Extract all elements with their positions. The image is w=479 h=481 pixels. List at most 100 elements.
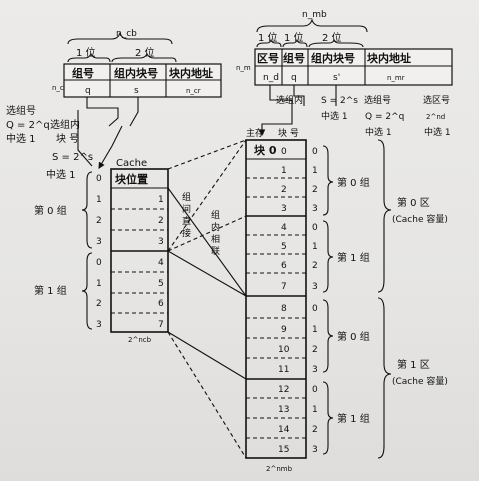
main-mem-title: 主存 [246, 127, 264, 139]
zone1-label: 第 1 区 [397, 358, 430, 371]
cache-left-num: 2 [96, 216, 102, 226]
mem-group-label: 第 0 组 [337, 330, 370, 343]
one-bit-label: 1 位 [76, 46, 96, 59]
mem-in-group-num: 1 [312, 242, 318, 252]
cache-block-num: 4 [158, 258, 164, 268]
cache-left-num: 2 [96, 299, 102, 309]
in-block-addr-symbol: n_cr [186, 87, 201, 95]
mem-select-zone: 选区号 [423, 94, 450, 106]
cache-block-num: 5 [158, 279, 164, 289]
group-select-spine [77, 110, 93, 167]
brace-1bit [67, 52, 111, 63]
cache-group0-label: 第 0 组 [34, 204, 67, 217]
select-arrow [98, 125, 123, 169]
cache-size-label: 2^ncb [128, 336, 152, 344]
mem-group-label: 第 1 组 [337, 251, 370, 264]
two-bit-label: 2 位 [135, 46, 155, 59]
block-slot-header: 块位置 [115, 172, 148, 186]
assoc-within-4: 联 [211, 246, 220, 257]
mem-block-in-group-field: 组内块号 [311, 51, 355, 65]
cache-left-num: 0 [96, 258, 102, 268]
nc-side-label: n_c [52, 84, 64, 92]
mem-block-num: 4 [281, 223, 287, 233]
mem-in-group-num: 1 [312, 325, 318, 335]
m-one-bit-1: 1 位 [258, 31, 278, 44]
nmb-label: n_mb [302, 10, 327, 20]
cache-left-num: 3 [96, 320, 102, 330]
cache-left-num: 1 [96, 279, 102, 289]
assoc-within-1: 组 [211, 209, 220, 221]
block-number-title: 块 号 [278, 127, 299, 139]
mem-in-group-num: 0 [312, 223, 318, 233]
mem-block-num: 6 [281, 261, 287, 271]
block-in-group-field: 组内块号 [114, 66, 158, 80]
memory-address-box [254, 48, 453, 86]
mem-in-group-num: 3 [312, 365, 318, 375]
mem-block-num: 15 [278, 445, 289, 455]
mem-group-label: 第 1 组 [337, 412, 370, 425]
nm-side-label: n_m [236, 64, 251, 72]
zone0-brace [377, 139, 392, 293]
mem-choose-one-b: 中选 1 [365, 126, 392, 138]
mem-block-num: 2 [281, 185, 287, 195]
mem-in-group-num: 2 [312, 345, 318, 355]
brace-2bit [111, 52, 177, 63]
mem-in-group-num: 2 [312, 261, 318, 271]
block-leader [129, 97, 139, 127]
cache-block-num: 1 [158, 195, 164, 205]
memory-outline [245, 139, 307, 459]
group-number-symbol: q [85, 86, 91, 96]
block-in-group-symbol: s [134, 86, 139, 96]
group-number-field: 组号 [72, 66, 94, 80]
direct-between-3: 直 [182, 215, 191, 227]
s-equals-label: S = 2^s [52, 152, 93, 163]
block-number-label: 块 号 [56, 133, 79, 145]
mem-in-block-addr-symbol: n_mr [387, 74, 405, 82]
brace-nmb [256, 18, 368, 33]
assoc-within-3: 相 [211, 233, 220, 245]
in-block-addr-field: 块内地址 [169, 66, 213, 80]
direct-between-2: 间 [182, 203, 191, 215]
cache-left-num: 0 [96, 174, 102, 184]
mem-size-label: 2^nmb [266, 465, 293, 473]
m-two-bit: 2 位 [322, 31, 342, 44]
cache-left-num: 3 [96, 237, 102, 247]
mem-block-num: 13 [278, 405, 289, 415]
nb-label: n_cb [116, 29, 137, 39]
mem-2nd: 2^nd [426, 113, 445, 121]
zone1-capacity: (Cache 容量) [392, 375, 448, 387]
mem-in-group-num: 1 [312, 166, 318, 176]
mem-select-in-group: 选组内 [276, 94, 303, 106]
memory-address-format [254, 18, 453, 137]
cache-block-num: 6 [158, 299, 164, 309]
mem-s-eq: S = 2^s [321, 96, 358, 106]
cache-address-format [63, 31, 222, 169]
mem-block-num: 0 [281, 147, 287, 157]
direct-between-4: 接 [182, 227, 191, 239]
zone0-label: 第 0 区 [397, 196, 430, 209]
mem-in-group-num: 0 [312, 147, 318, 157]
cache-block-num: 3 [158, 237, 164, 247]
cache-title: Cache [116, 158, 147, 169]
zone0-capacity: (Cache 容量) [392, 213, 448, 225]
mem-group-label: 第 0 组 [337, 176, 370, 189]
mem-block-num: 1 [281, 166, 287, 176]
mem-in-block-addr-field: 块内地址 [367, 51, 411, 65]
group0-brace [81, 171, 93, 249]
select-in-group-label: 选组内 [50, 118, 80, 131]
zone1-brace [377, 297, 392, 459]
mem-in-group-num: 3 [312, 204, 318, 214]
select-group-label: 选组号 [6, 104, 36, 117]
mem-in-group-num: 1 [312, 405, 318, 415]
cache-group1-label: 第 1 组 [34, 284, 67, 297]
cache-block-num: 7 [158, 320, 164, 330]
mem-block-0-label: 块 0 [254, 143, 277, 157]
mem-in-group-num: 2 [312, 425, 318, 435]
brace-nb [67, 31, 173, 45]
m-one-bit-2: 1 位 [284, 31, 304, 44]
mem-block-num: 11 [278, 365, 289, 375]
mem-choose-one-c: 中选 1 [424, 126, 451, 138]
mem-block-num: 14 [278, 425, 290, 435]
